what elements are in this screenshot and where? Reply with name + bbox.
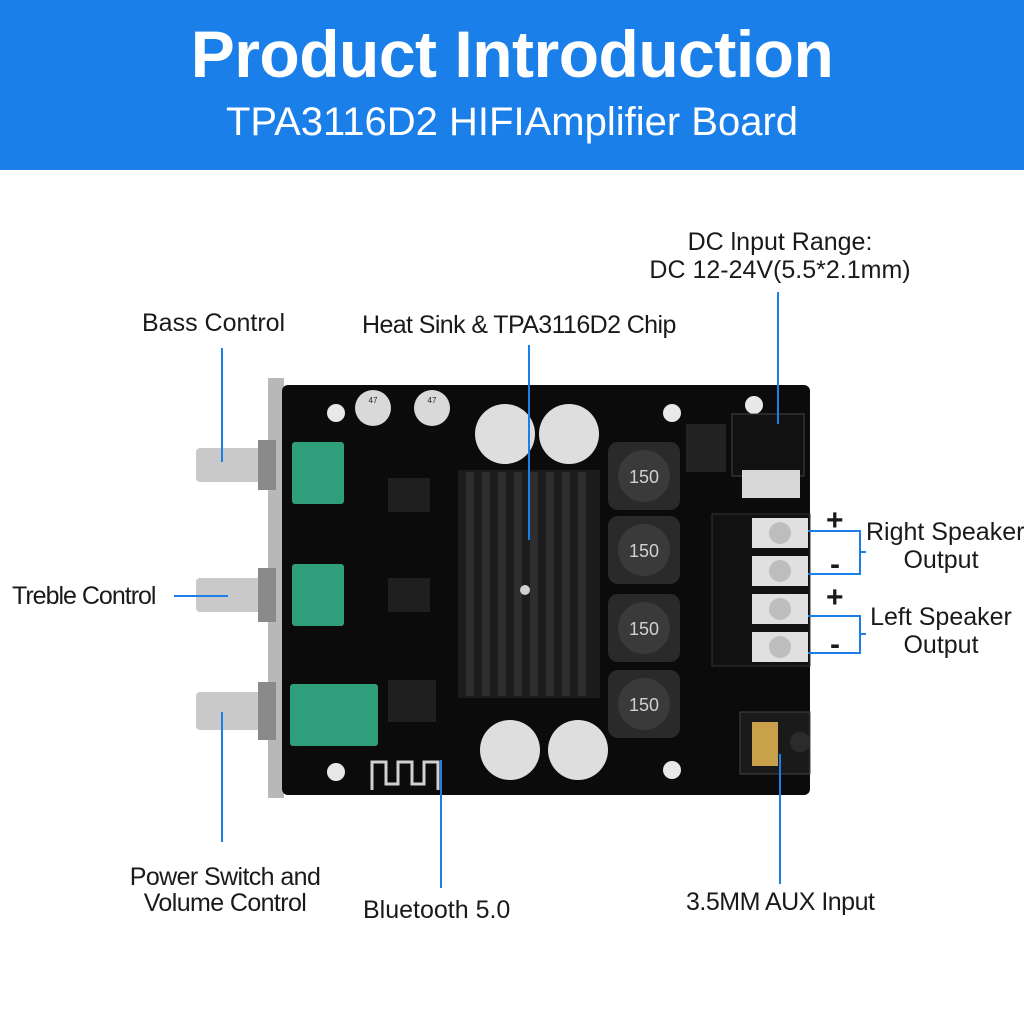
dc-input-label-line2: DC 12-24V(5.5*2.1mm) — [649, 256, 911, 284]
dc-input-label: DC lnput Range: DC 12-24V(5.5*2.1mm) — [620, 228, 940, 284]
large-capacitors-bottom — [480, 720, 608, 780]
small-capacitors: 47 47 — [355, 390, 450, 426]
speaker-terminal-block — [711, 513, 811, 667]
power-volume-label-line1: Power Switch and — [129, 863, 321, 891]
bass-control-label: Bass Control — [142, 309, 286, 337]
power-volume-label-line2: Volume Control — [143, 889, 307, 917]
inductors: 150 150 150 150 — [608, 442, 680, 738]
svg-text:47: 47 — [428, 396, 437, 405]
header-banner: Product Introduction TPA3116D2 HIFIAmpli… — [0, 0, 1024, 170]
left-speaker-label-line1: Left Speaker — [870, 603, 1012, 631]
right-plus-sign: + — [826, 504, 844, 537]
large-capacitors-top — [475, 404, 599, 464]
volume-pot — [290, 684, 378, 746]
treble-knob — [196, 568, 276, 622]
ic-chip-2 — [388, 578, 430, 612]
svg-text:150: 150 — [629, 541, 659, 561]
bass-pot — [292, 442, 344, 504]
left-plus-sign: + — [826, 581, 844, 614]
volume-knob — [196, 682, 276, 740]
page-title: Product Introduction — [190, 17, 834, 91]
dc-input-label-line1: DC lnput Range: — [687, 228, 873, 256]
svg-text:150: 150 — [629, 619, 659, 639]
bluetooth-antenna — [370, 760, 440, 790]
bass-knob — [196, 440, 276, 490]
ic-chip-3 — [388, 680, 436, 722]
aux-input-label: 3.5MM AUX Input — [686, 888, 875, 916]
power-volume-label: Power Switch and Volume Control — [110, 864, 340, 916]
right-speaker-label-line2: Output — [903, 546, 979, 574]
right-minus-sign: - — [830, 548, 840, 581]
left-minus-sign: - — [830, 628, 840, 661]
svg-text:150: 150 — [629, 695, 659, 715]
left-speaker-label: Left Speaker Output — [866, 603, 1016, 659]
mounting-holes — [327, 396, 763, 781]
right-speaker-label-line1: Right Speaker — [866, 518, 1024, 546]
bluetooth-label: Bluetooth 5.0 — [363, 896, 511, 924]
aux-jack — [739, 711, 811, 775]
svg-text:150: 150 — [629, 467, 659, 487]
dc-jack — [686, 413, 805, 498]
treble-pot — [292, 564, 344, 626]
page-subtitle: TPA3116D2 HIFIAmplifier Board — [225, 100, 799, 144]
svg-text:47: 47 — [369, 396, 378, 405]
leader-lines — [174, 292, 866, 888]
treble-control-label: Treble Control — [12, 582, 156, 610]
heat-sink-label: Heat Sink & TPA3116D2 Chip — [362, 311, 676, 339]
right-speaker-label: Right Speaker Output — [866, 518, 1024, 574]
left-speaker-label-line2: Output — [903, 631, 979, 659]
ic-chip-1 — [388, 478, 430, 512]
